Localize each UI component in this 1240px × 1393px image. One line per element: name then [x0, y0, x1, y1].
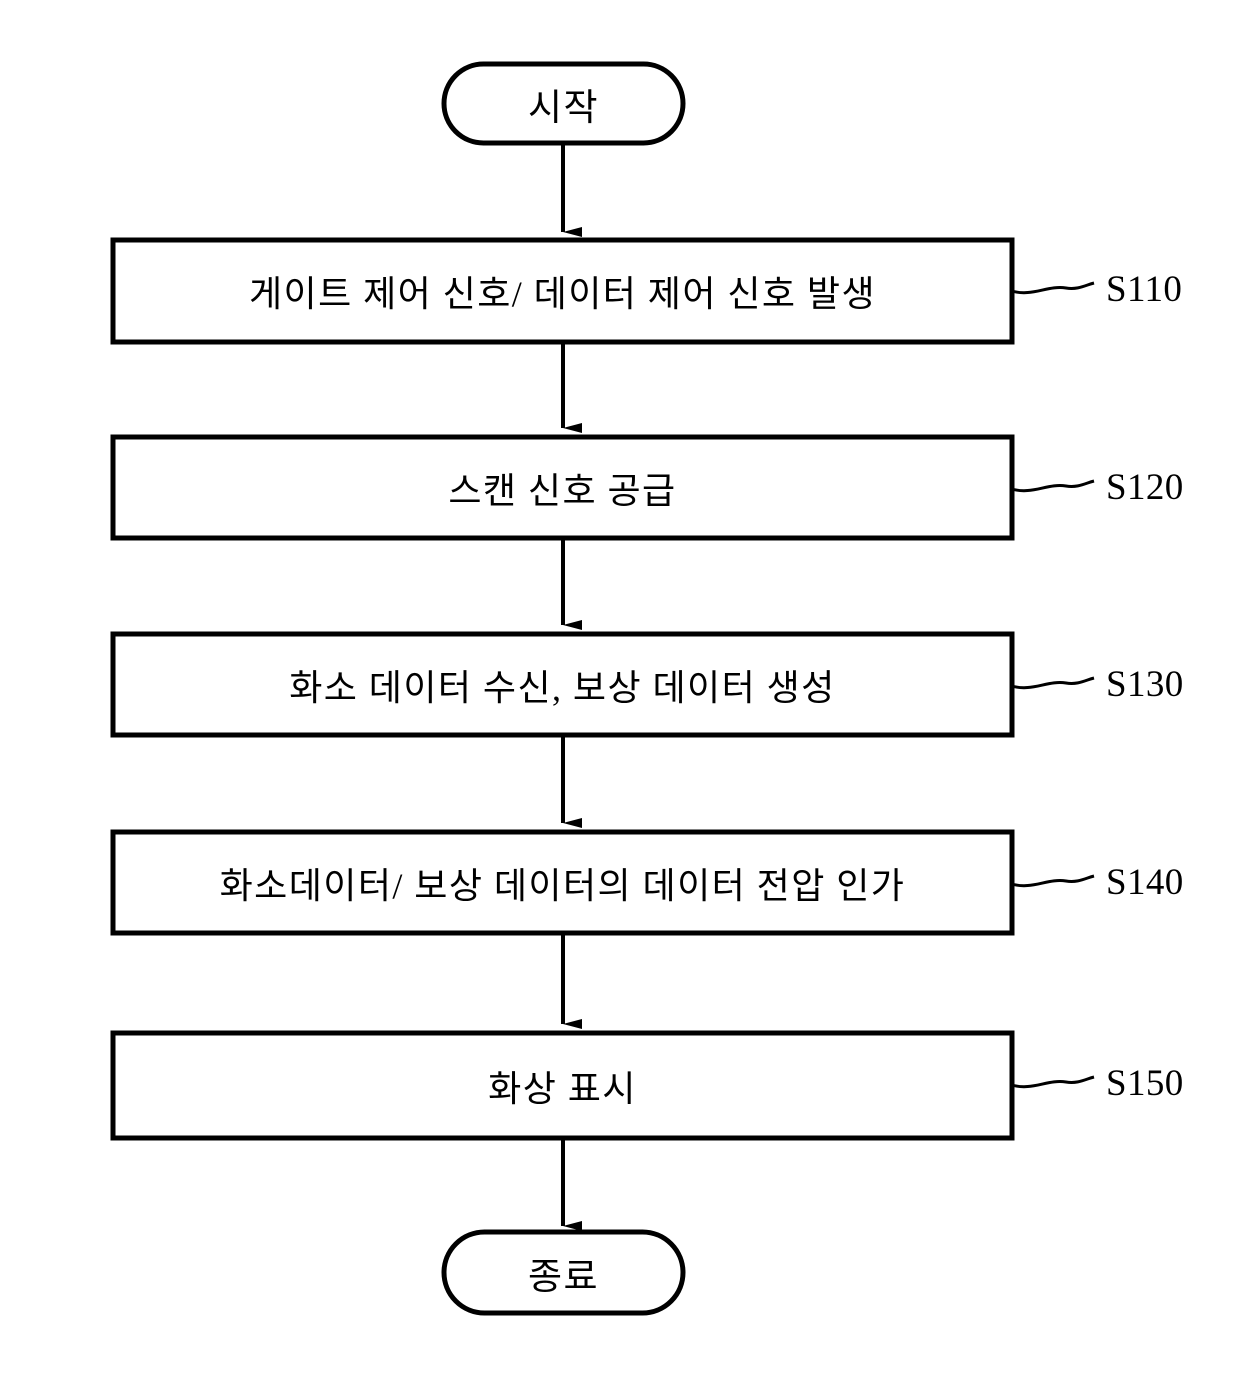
leader-line-s120	[1011, 479, 1095, 493]
start-node-shape	[441, 61, 686, 146]
step-ref-s150: S150	[1106, 1063, 1184, 1104]
step-ref-s120: S120	[1106, 467, 1184, 508]
step-ref-s140: S140	[1106, 862, 1184, 903]
step-box-s110	[110, 237, 1015, 345]
step-box-s130	[110, 631, 1015, 738]
step-ref-s130: S130	[1106, 664, 1184, 705]
step-box-s150	[110, 1030, 1015, 1141]
leader-line-s150	[1011, 1075, 1095, 1089]
step-ref-s110: S110	[1106, 269, 1183, 310]
leader-line-s110	[1011, 281, 1095, 295]
step-box-s140	[110, 829, 1015, 936]
step-box-s120	[110, 434, 1015, 541]
leader-line-s140	[1011, 874, 1095, 888]
end-node-shape	[441, 1229, 686, 1316]
leader-line-s130	[1011, 676, 1095, 690]
